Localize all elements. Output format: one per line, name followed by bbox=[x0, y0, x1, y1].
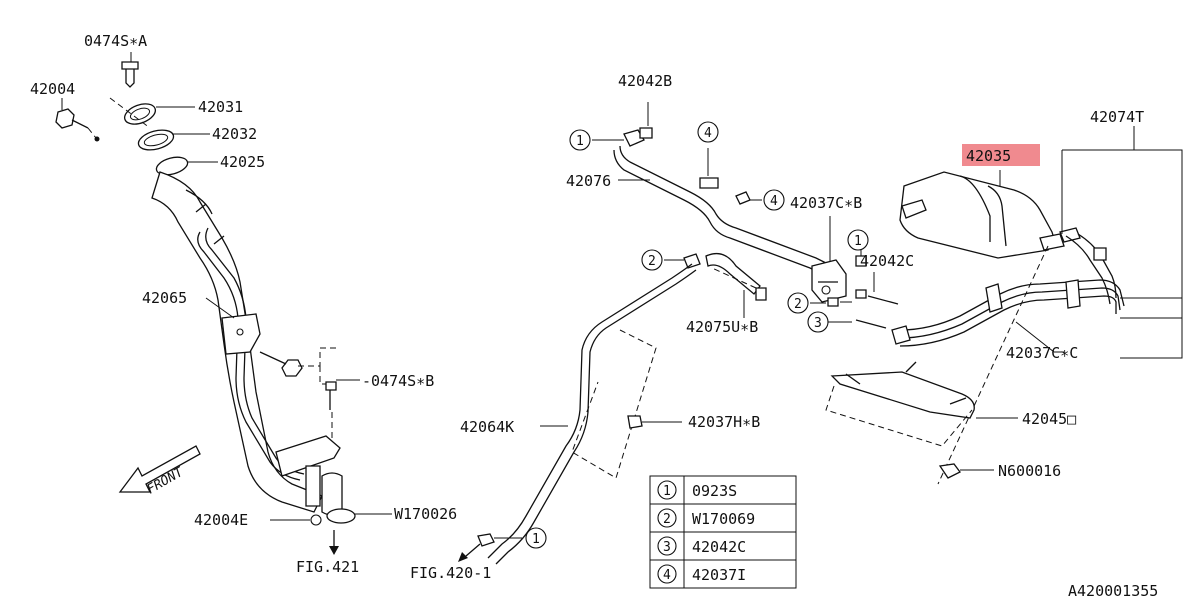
legend-num: 4 bbox=[663, 568, 671, 583]
callout-2-valve[interactable]: 2 bbox=[787, 292, 809, 314]
legend-part: 42042C bbox=[692, 538, 746, 556]
svg-text:1: 1 bbox=[532, 532, 540, 547]
legend-row[interactable]: 3 42042C bbox=[657, 536, 746, 556]
callout-1-top[interactable]: 1 bbox=[569, 129, 591, 151]
callout-1-bottom[interactable]: 1 bbox=[525, 527, 547, 549]
svg-text:4: 4 bbox=[770, 194, 778, 209]
label-0474S-B[interactable]: -0474S∗B bbox=[362, 372, 434, 390]
label-0474S-A[interactable]: 0474S∗A bbox=[84, 32, 147, 50]
label-42032[interactable]: 42032 bbox=[212, 125, 257, 143]
svg-text:2: 2 bbox=[794, 297, 802, 312]
label-42075U-B[interactable]: 42075U∗B bbox=[686, 318, 758, 336]
label-42064K[interactable]: 42064K bbox=[460, 418, 514, 436]
front-arrow bbox=[118, 445, 201, 493]
highlight-42035 bbox=[962, 144, 1040, 166]
bolt-0474S-A-shape bbox=[121, 61, 139, 88]
svg-text:1: 1 bbox=[576, 134, 584, 149]
label-W170026[interactable]: W170026 bbox=[394, 505, 457, 523]
label-front: FRONT bbox=[145, 464, 187, 497]
legend-row[interactable]: 4 42037I bbox=[657, 564, 746, 584]
legend-part: 0923S bbox=[692, 482, 737, 500]
label-42065[interactable]: 42065 bbox=[142, 289, 187, 307]
label-42074T[interactable]: 42074T bbox=[1090, 108, 1144, 126]
label-42025[interactable]: 42025 bbox=[220, 153, 265, 171]
label-42037C-C[interactable]: 42037C∗C bbox=[1006, 344, 1078, 362]
filler-pipe-assembly bbox=[55, 52, 392, 555]
label-fig-421[interactable]: FIG.421 bbox=[296, 558, 359, 576]
label-42042B[interactable]: 42042B bbox=[618, 72, 672, 90]
canister-assembly bbox=[825, 126, 1183, 485]
callout-markers: 1 4 4 1 2 2 3 1 bbox=[525, 121, 869, 549]
vapor-lines-assembly bbox=[458, 102, 899, 565]
legend-num: 3 bbox=[663, 540, 671, 555]
legend-num: 1 bbox=[663, 484, 671, 499]
label-42037H-B[interactable]: 42037H∗B bbox=[688, 413, 760, 431]
label-42042C[interactable]: 42042C bbox=[860, 252, 914, 270]
legend-part: 42037I bbox=[692, 566, 746, 584]
callout-1-valve[interactable]: 1 bbox=[847, 229, 869, 251]
legend-table: 1 0923S 2 W170069 3 42042C 4 42037I bbox=[649, 475, 797, 589]
bolt-42004-shape bbox=[55, 108, 89, 129]
part-labels: 0474S∗A 42004 42031 42032 42025 42065 -0… bbox=[30, 32, 1158, 599]
svg-text:1: 1 bbox=[854, 234, 862, 249]
legend-num: 2 bbox=[663, 512, 671, 527]
label-42045D[interactable]: 42045□ bbox=[1022, 410, 1076, 428]
legend-row[interactable]: 1 0923S bbox=[657, 480, 737, 500]
label-fig-420-1[interactable]: FIG.420-1 bbox=[410, 564, 491, 582]
label-42004E[interactable]: 42004E bbox=[194, 511, 248, 529]
label-42076[interactable]: 42076 bbox=[566, 172, 611, 190]
label-42004[interactable]: 42004 bbox=[30, 80, 75, 98]
label-42037C-B[interactable]: 42037C∗B bbox=[790, 194, 862, 212]
svg-text:4: 4 bbox=[704, 126, 712, 141]
diagram-id: A420001355 bbox=[1068, 582, 1158, 599]
label-N600016[interactable]: N600016 bbox=[998, 462, 1061, 480]
label-42031[interactable]: 42031 bbox=[198, 98, 243, 116]
svg-text:2: 2 bbox=[648, 254, 656, 269]
legend-part: W170069 bbox=[692, 510, 755, 528]
callout-4-hose[interactable]: 4 bbox=[697, 121, 719, 143]
svg-text:3: 3 bbox=[814, 316, 822, 331]
label-42035[interactable]: 42035 bbox=[966, 147, 1011, 165]
callout-3-valve[interactable]: 3 bbox=[807, 311, 829, 333]
callout-4-valve[interactable]: 4 bbox=[763, 189, 785, 211]
callout-2-hose[interactable]: 2 bbox=[641, 249, 663, 271]
legend-row[interactable]: 2 W170069 bbox=[657, 508, 755, 528]
